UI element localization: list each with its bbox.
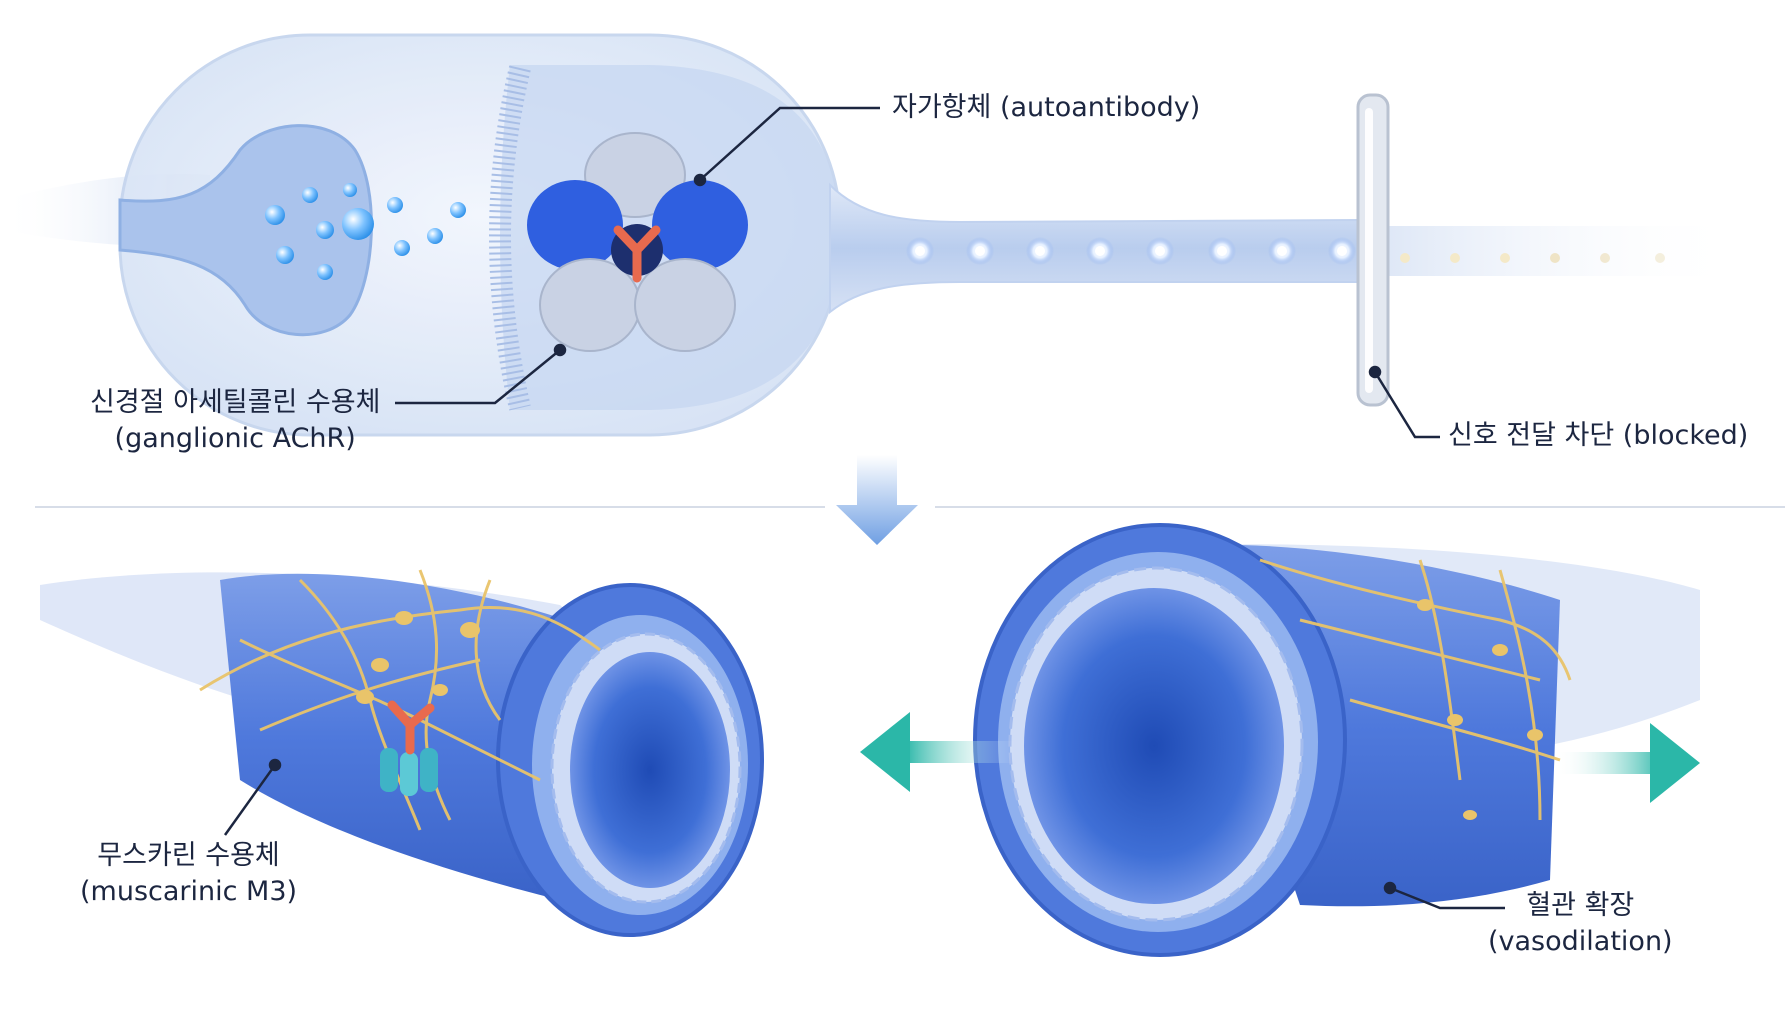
nerve-nodes-left: [356, 611, 480, 704]
label-muscarinic: 무스카린 수용체 (muscarinic M3): [80, 838, 297, 910]
label-vasodilation: 혈관 확장 (vasodilation): [1488, 888, 1673, 960]
leader-muscarinic: [223, 758, 282, 836]
label-vasodilation-line1: 혈관 확장: [1526, 890, 1635, 921]
muscarinic-receptor: [380, 748, 438, 796]
signal-dots: [906, 237, 1665, 265]
down-arrow-icon: [836, 455, 918, 545]
label-ganglionic-line2: (ganglionic AChR): [114, 423, 356, 454]
label-blocked: 신호 전달 차단 (blocked): [1448, 418, 1748, 454]
label-vasodilation-line2: (vasodilation): [1488, 926, 1673, 957]
leader-ganglionic: [395, 349, 561, 405]
leader-vasodilation: [1383, 881, 1505, 910]
vessel-left-lumen: [570, 652, 730, 888]
blood-vessel-left: [40, 572, 764, 937]
leader-blocked: [1373, 371, 1440, 439]
ach-vesicles: [265, 183, 466, 280]
top-panel: [0, 33, 1740, 437]
ganglionic-achr-receptor: [527, 132, 748, 352]
label-autoantibody: 자가항체 (autoantibody): [892, 90, 1200, 126]
leader-autoantibody: [699, 106, 880, 181]
label-blocked-text: 신호 전달 차단 (blocked): [1448, 420, 1749, 451]
label-autoantibody-text: 자가항체 (autoantibody): [892, 92, 1201, 123]
dilation-arrow-right-icon: [1555, 723, 1700, 803]
antibody-icon: [613, 225, 661, 283]
axon-fade-tail: [1360, 226, 1740, 276]
leader-lines-top: [395, 106, 1440, 439]
label-ganglionic-achr: 신경절 아세틸콜린 수용체 (ganglionic AChR): [90, 385, 380, 457]
nerve-nodes-right: [1417, 599, 1543, 820]
nerve-fibers-right: [1259, 558, 1572, 821]
dilation-arrow-left-icon: [860, 712, 1015, 792]
label-muscarinic-line2: (muscarinic M3): [80, 876, 298, 907]
blood-vessel-right: [973, 523, 1700, 957]
presynaptic-terminal: [118, 124, 373, 337]
vessel-right-lumen: [1024, 588, 1284, 904]
antibody-left-icon: [387, 700, 435, 755]
label-ganglionic-line1: 신경절 아세틸콜린 수용체: [90, 387, 381, 418]
label-muscarinic-line1: 무스카린 수용체: [97, 840, 280, 871]
